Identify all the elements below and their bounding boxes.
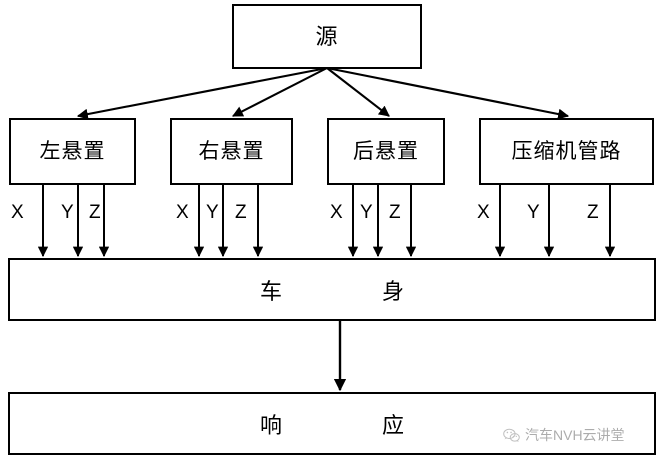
arrow-source-to-right-mount (232, 67, 328, 117)
path-axis-arrows (37, 185, 616, 258)
axis-label-left-mount-y: Y (61, 202, 74, 223)
response-node-label: 响应 (259, 412, 504, 438)
axis-label-rear-mount-x: X (330, 202, 343, 223)
axis-label-left-mount-z: Z (89, 202, 101, 223)
path-node-label: 右悬置 (198, 140, 265, 163)
path-node-rear-mount[interactable]: 后悬置 (327, 118, 445, 185)
watermark-text: 汽车NVH云讲堂 (525, 427, 625, 443)
source-to-path-arrows (76, 66, 570, 120)
arrow-source-to-left-mount (76, 66, 328, 120)
axis-label-rear-mount-y: Y (360, 202, 373, 223)
arrow-source-to-compressor-piping (326, 66, 570, 120)
axis-label-right-mount-x: X (176, 202, 189, 223)
path-node-right-mount[interactable]: 右悬置 (170, 118, 293, 185)
body-node-label: 车身 (259, 278, 504, 304)
source-node[interactable]: 源 (232, 4, 422, 69)
axis-label-left-mount-x: X (11, 202, 24, 223)
axis-label-right-mount-y: Y (206, 202, 219, 223)
axis-label-rear-mount-z: Z (389, 202, 401, 223)
response-node[interactable]: 响应 (8, 392, 656, 455)
path-node-compressor-piping[interactable]: 压缩机管路 (479, 118, 654, 185)
path-node-label: 压缩机管路 (511, 140, 622, 163)
watermark: 汽车NVH云讲堂 (503, 425, 625, 445)
wechat-icon (503, 428, 520, 442)
axis-label-compressor-piping-y: Y (527, 202, 540, 223)
axis-label-compressor-piping-z: Z (587, 202, 599, 223)
path-node-label: 左悬置 (39, 140, 106, 163)
source-node-label: 源 (315, 23, 339, 49)
path-node-label: 后悬置 (353, 140, 419, 163)
body-node[interactable]: 车身 (8, 258, 656, 321)
arrow-source-to-rear-mount (326, 67, 390, 117)
path-node-left-mount[interactable]: 左悬置 (9, 118, 136, 185)
axis-label-right-mount-z: Z (235, 202, 247, 223)
axis-label-compressor-piping-x: X (477, 202, 490, 223)
